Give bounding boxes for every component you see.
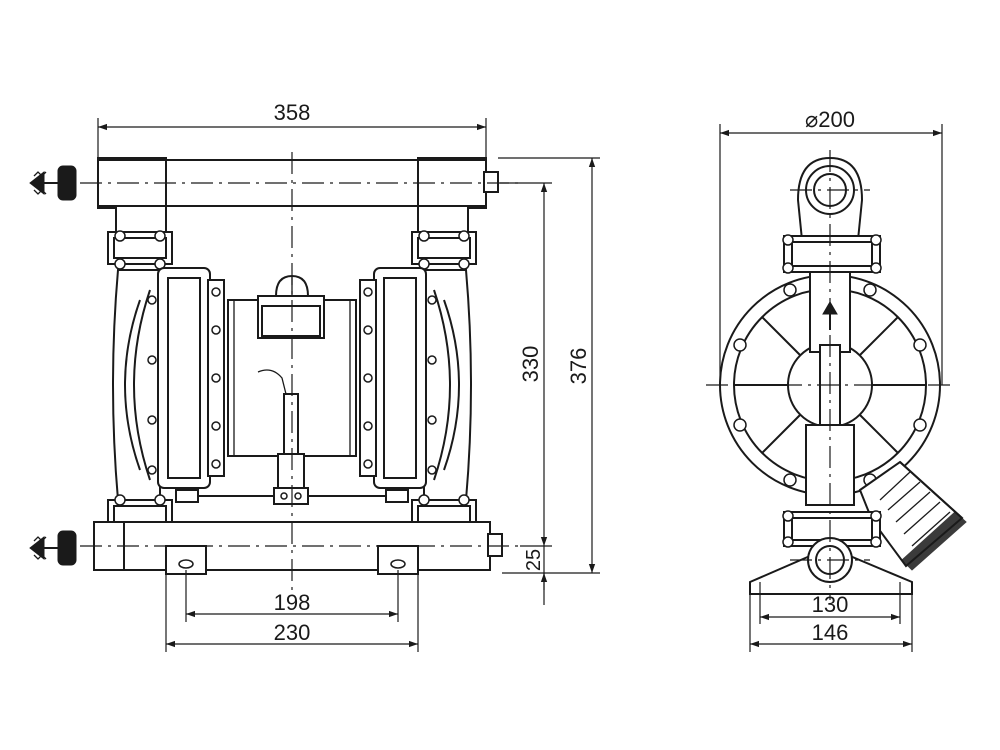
dimension-base-230: 230 xyxy=(165,574,419,652)
dimension-height-330: 330 xyxy=(500,182,552,546)
bottom-manifold xyxy=(93,521,503,575)
dim-label-25: 25 xyxy=(523,549,545,571)
dimension-holes-198: 198 xyxy=(185,570,399,622)
inlet-symbol-bottom-icon xyxy=(29,530,77,566)
dim-label-358: 358 xyxy=(274,100,311,125)
dim-label-330: 330 xyxy=(518,346,543,383)
dimension-base-146: 146 xyxy=(749,594,913,652)
side-center-lines xyxy=(706,150,954,600)
dimension-width-358: 358 xyxy=(97,100,487,160)
front-view: 358 376 330 25 198 xyxy=(29,100,600,652)
dim-label-130: 130 xyxy=(812,592,849,617)
right-chamber xyxy=(359,267,472,501)
top-manifold xyxy=(97,157,499,233)
dim-label-198: 198 xyxy=(274,590,311,615)
inlet-symbol-top-icon xyxy=(29,165,77,201)
side-view: ⌀200 130 146 xyxy=(706,107,967,652)
dim-label-376: 376 xyxy=(566,348,591,385)
dimension-height-376: 376 xyxy=(498,157,600,574)
dimension-holes-130: 130 xyxy=(759,582,901,624)
left-chamber xyxy=(112,267,225,501)
side-bottom-inlet xyxy=(749,510,913,595)
side-air-fitting xyxy=(858,460,967,571)
side-top-outlet xyxy=(782,156,882,274)
dim-label-diameter-200: ⌀200 xyxy=(805,107,855,132)
dimension-base-25: 25 xyxy=(520,545,552,605)
dim-label-230: 230 xyxy=(274,620,311,645)
dim-label-146: 146 xyxy=(812,620,849,645)
top-flange-left xyxy=(107,230,173,270)
dimension-diameter-200: ⌀200 xyxy=(719,107,943,385)
top-flange-right xyxy=(411,230,477,270)
